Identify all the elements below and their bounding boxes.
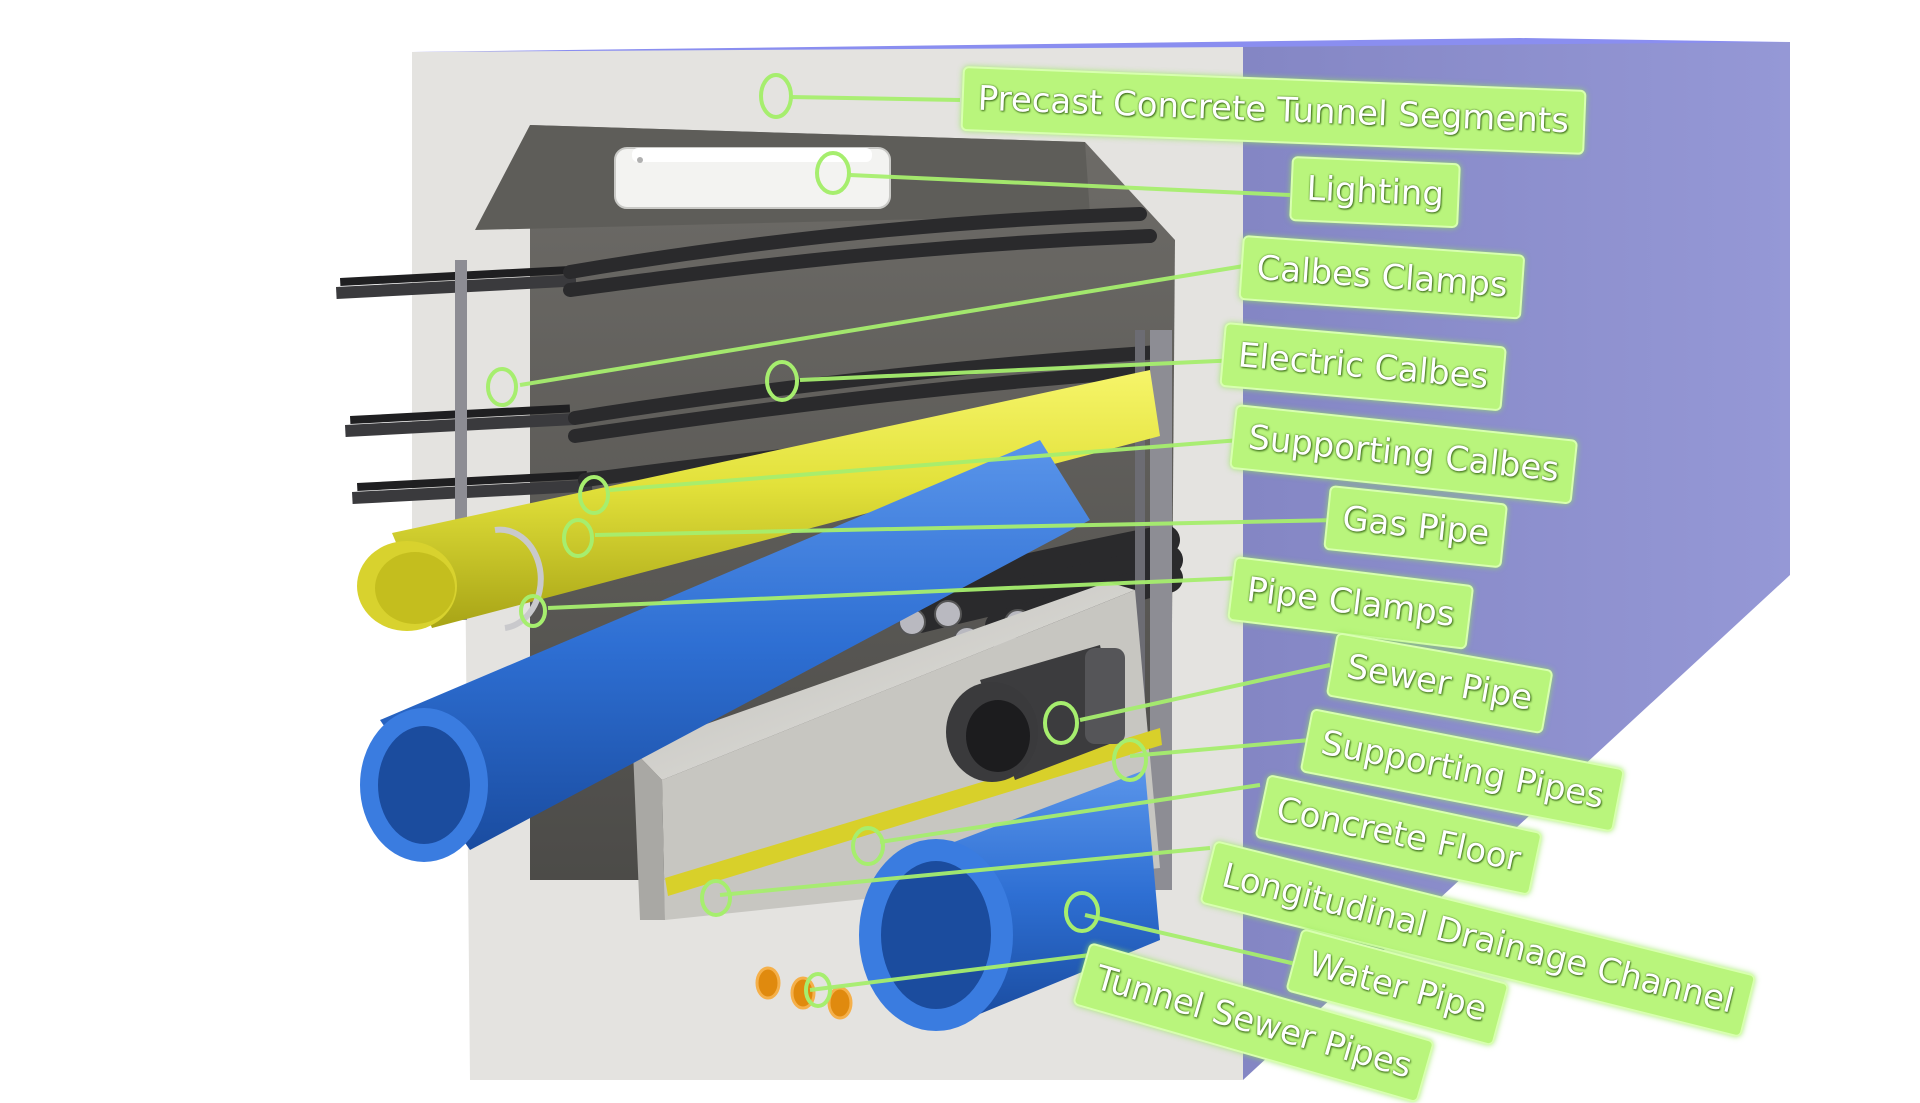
leader-lines — [519, 95, 1341, 992]
water-pipe-left — [360, 440, 1090, 862]
sewer-pipe — [946, 645, 1125, 782]
leader-markers — [486, 73, 1148, 1008]
cable-tray-lower — [352, 470, 593, 504]
label-lighting: Lighting — [1289, 156, 1462, 229]
gas-pipe — [357, 370, 1160, 631]
tunnel-illustration — [336, 38, 1790, 1080]
